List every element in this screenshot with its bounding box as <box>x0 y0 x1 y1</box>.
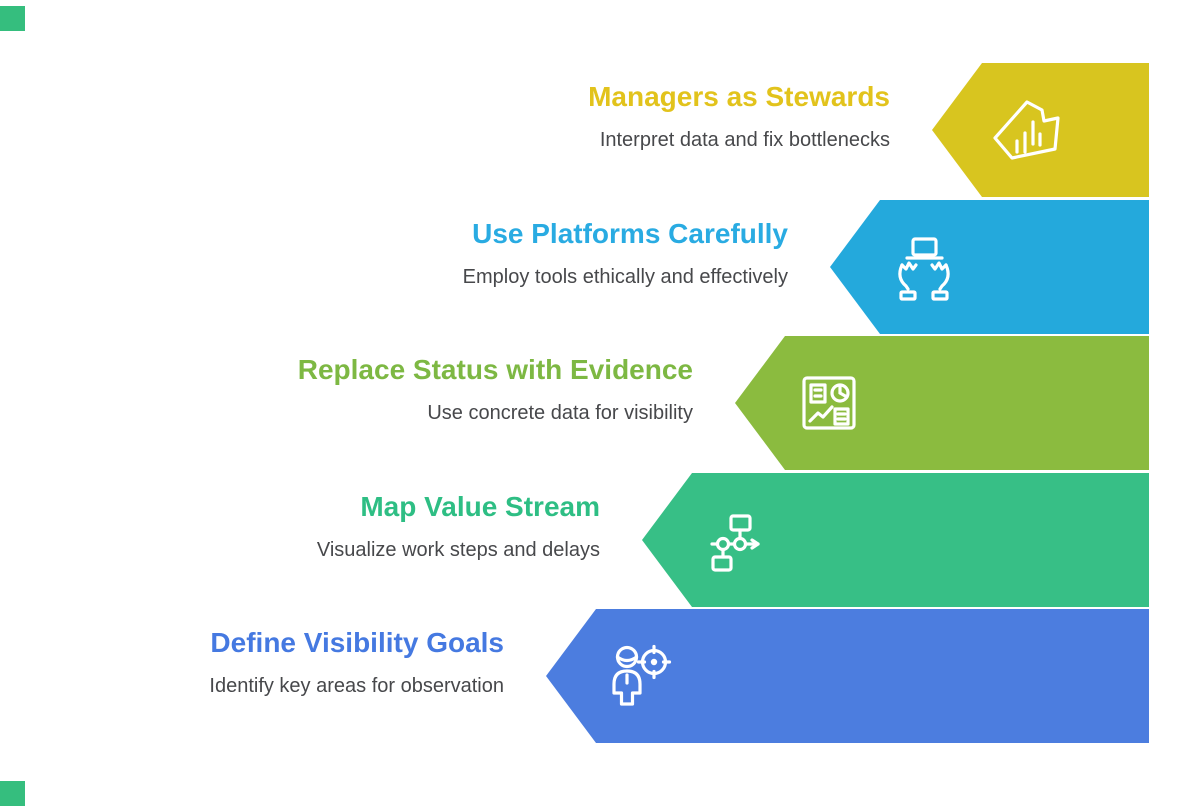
step-subtitle: Use concrete data for visibility <box>427 402 693 424</box>
step-title: Replace Status with Evidence <box>297 354 693 385</box>
banner-arrow <box>830 200 1149 334</box>
step-subtitle: Employ tools ethically and effectively <box>462 266 788 288</box>
step-title: Managers as Stewards <box>588 81 890 112</box>
step-title: Use Platforms Carefully <box>472 218 788 249</box>
banner-arrow <box>932 63 1149 197</box>
step-title: Map Value Stream <box>360 491 600 522</box>
step-text-block: Replace Status with Evidence Use concret… <box>298 352 693 426</box>
step-subtitle: Visualize work steps and delays <box>316 539 600 561</box>
hands-holding-laptop-icon <box>888 231 960 303</box>
person-target-icon <box>604 640 676 712</box>
bar-chart-doodle-icon <box>990 94 1062 166</box>
step-subtitle: Interpret data and fix bottlenecks <box>599 129 890 151</box>
step-row-managers-as-stewards: Managers as Stewards Interpret data and … <box>0 63 1200 197</box>
step-text-block: Use Platforms Carefully Employ tools eth… <box>463 216 788 290</box>
corner-accent-square-bottom-left <box>0 781 25 806</box>
dashboard-charts-icon <box>793 367 865 439</box>
step-row-use-platforms-carefully: Use Platforms Carefully Employ tools eth… <box>0 200 1200 334</box>
step-row-map-value-stream: Map Value Stream Visualize work steps an… <box>0 473 1200 607</box>
step-row-define-visibility-goals: Define Visibility Goals Identify key are… <box>0 609 1200 743</box>
step-text-block: Define Visibility Goals Identify key are… <box>209 625 504 699</box>
step-row-replace-status-with-evidence: Replace Status with Evidence Use concret… <box>0 336 1200 470</box>
step-text-block: Managers as Stewards Interpret data and … <box>588 79 890 153</box>
step-subtitle: Identify key areas for observation <box>209 675 504 697</box>
flowchart-icon <box>700 504 772 576</box>
banner-arrow <box>735 336 1149 470</box>
banner-arrow <box>546 609 1149 743</box>
banner-arrow <box>642 473 1149 607</box>
step-text-block: Map Value Stream Visualize work steps an… <box>317 489 600 563</box>
corner-accent-square-top-left <box>0 6 25 31</box>
step-title: Define Visibility Goals <box>210 627 504 658</box>
